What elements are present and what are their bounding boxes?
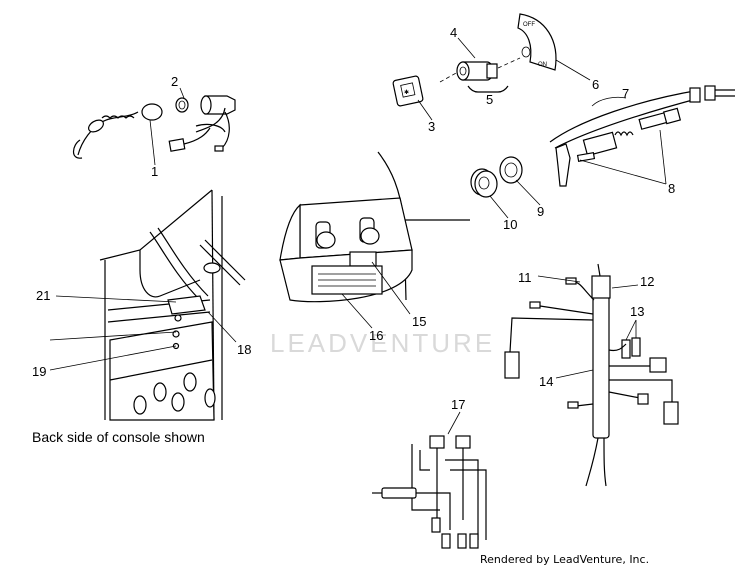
callout-8: 8	[668, 181, 675, 196]
callout-16: 15	[412, 314, 426, 329]
leader-7	[591, 96, 627, 107]
callout-1: 1	[151, 164, 158, 179]
switch-plate-label: ON	[538, 62, 547, 68]
leader-1	[149, 119, 156, 166]
callout-14: 14	[539, 374, 553, 389]
callout-10: 10	[503, 217, 517, 232]
console-back-side	[99, 189, 246, 421]
leader-4	[457, 37, 476, 59]
callout-3: 3	[428, 119, 435, 134]
sub-harness	[372, 435, 487, 549]
leader-unlabeled	[49, 331, 177, 341]
leader-12	[611, 284, 639, 289]
leader-14	[555, 369, 594, 379]
callout-12: 12	[640, 274, 654, 289]
leader-21	[55, 295, 177, 303]
callout-7: 7	[622, 86, 629, 101]
svg-text:OFF: OFF	[523, 22, 535, 28]
leader-11	[537, 275, 581, 283]
callout-11: 11	[518, 270, 532, 285]
callout-13: 13	[630, 304, 644, 319]
svg-text:✱: ✱	[404, 89, 409, 96]
callout-15: 17	[451, 397, 465, 412]
leader-8a	[579, 159, 667, 185]
callout-18: 18	[237, 342, 251, 357]
leader-16	[371, 261, 411, 315]
callout-6: 6	[592, 77, 599, 92]
leader-8b	[659, 129, 667, 185]
leader-3	[417, 99, 433, 121]
callout-19: 19	[32, 364, 46, 379]
watermark: LEADVENTURE	[270, 328, 495, 358]
leader-13a	[625, 319, 637, 341]
wire-harness	[504, 263, 679, 487]
callout-2: 2	[171, 74, 178, 89]
washers	[470, 156, 523, 198]
leader-10	[489, 195, 509, 219]
console-assembly	[279, 151, 470, 303]
callout-9: 9	[537, 204, 544, 219]
callout-17: 16	[369, 328, 383, 343]
callout-21: 21	[36, 288, 50, 303]
callout-4: 4	[450, 25, 457, 40]
brake-switch-assembly	[549, 85, 735, 187]
leader-19	[49, 345, 177, 371]
ignition-switch-group: ✱ OFF ON	[392, 13, 557, 107]
leader-17	[341, 293, 373, 329]
leader-9	[515, 179, 541, 206]
key-switch-assembly	[72, 95, 236, 159]
callout-5: 5	[486, 92, 493, 107]
render-credit: Rendered by LeadVenture, Inc.	[480, 553, 649, 566]
console-note: Back side of console shown	[32, 429, 205, 445]
leader-6	[555, 59, 591, 81]
leader-15	[447, 411, 461, 435]
leader-2	[179, 87, 185, 99]
leader-18	[207, 311, 237, 343]
